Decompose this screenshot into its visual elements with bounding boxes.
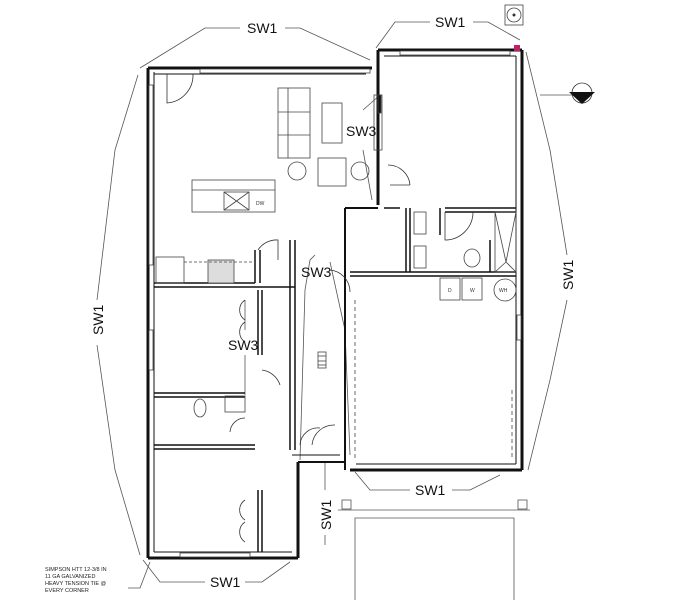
sink-upper <box>413 211 427 235</box>
furniture <box>155 87 517 460</box>
label-sw1-vertical: SW1 <box>318 499 334 530</box>
water-heater <box>493 278 517 302</box>
shower <box>494 211 517 273</box>
side-table <box>287 161 307 181</box>
toilet-master <box>463 248 481 268</box>
label-d: D <box>448 288 452 294</box>
vanity-sink <box>224 395 246 413</box>
washer <box>461 277 483 301</box>
island-sink <box>223 191 250 211</box>
hold-down-symbol <box>504 4 524 26</box>
coffee-table <box>321 102 343 144</box>
label-sw1-right: SW1 <box>560 259 576 290</box>
toilet <box>193 398 207 418</box>
label-w: W <box>470 288 475 294</box>
label-sw1-bottom-center: SW1 <box>415 482 446 498</box>
label-dw: DW <box>256 201 265 207</box>
label-sw3-bedroom: SW3 <box>228 337 259 353</box>
svg-text:EVERY CORNER: EVERY CORNER <box>45 588 89 594</box>
kitchen-island <box>191 179 276 213</box>
doors <box>166 73 474 543</box>
tension-tie-note: SIMPSON HTT 12-3/8 IN 11 GA GALVANIZED H… <box>45 567 107 594</box>
sink-lower <box>413 245 427 269</box>
range <box>207 259 235 284</box>
label-sw3-hall: SW3 <box>301 264 332 280</box>
refrigerator <box>155 256 185 284</box>
armchair <box>317 157 347 187</box>
side-table <box>350 161 370 181</box>
sofa <box>277 87 311 159</box>
driveway <box>338 499 530 600</box>
dryer <box>439 277 461 301</box>
symbols <box>504 4 595 104</box>
post-left <box>341 499 352 510</box>
interior-walls <box>154 207 516 552</box>
accent-marker <box>514 45 520 51</box>
label-sw1-top-right: SW1 <box>435 14 466 30</box>
label-sw1-left: SW1 <box>90 304 106 335</box>
post-right <box>517 499 528 510</box>
label-sw1-top-left: SW1 <box>247 20 278 36</box>
label-sw3-living: SW3 <box>346 123 377 139</box>
svg-text:SIMPSON HTT 12-3/8 IN: SIMPSON HTT 12-3/8 IN <box>45 567 107 573</box>
svg-text:11 GA GALVANIZED: 11 GA GALVANIZED <box>45 574 95 580</box>
label-sw1-bottom-left: SW1 <box>210 574 241 590</box>
windows <box>148 50 522 558</box>
exterior-walls <box>146 48 524 560</box>
label-wh: WH <box>499 288 508 294</box>
svg-text:HEAVY TENSION TIE @: HEAVY TENSION TIE @ <box>45 581 107 587</box>
